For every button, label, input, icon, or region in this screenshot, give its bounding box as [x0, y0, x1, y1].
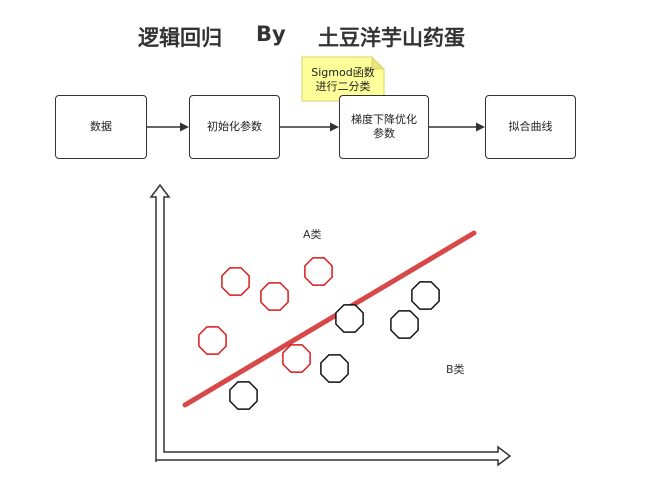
- point-b-1: [411, 281, 440, 310]
- flow-step-label: 数据: [90, 120, 112, 133]
- axes: [149, 183, 512, 467]
- title-by: By: [256, 22, 286, 46]
- note-fold: [371, 57, 384, 70]
- point-b-4: [320, 354, 349, 383]
- decision-boundary-line: [182, 230, 477, 408]
- flow-arrows: [146, 122, 485, 132]
- note-text: Sigmod函数 进行二分类: [311, 66, 375, 93]
- flow-step-fit-curve: 拟合曲线: [485, 95, 576, 159]
- note-sticky: [301, 56, 385, 102]
- class-a-label: A类: [303, 228, 322, 241]
- title-main: 逻辑回归: [138, 26, 222, 50]
- flow-step-gradient-descent: 梯度下降优化 参数: [339, 95, 429, 159]
- point-a-3: [304, 257, 333, 286]
- diagram-title: 逻辑回归 By 土豆洋芋山药蛋: [0, 22, 668, 50]
- point-b-3: [390, 310, 419, 339]
- point-b-5: [229, 381, 258, 410]
- point-a-4: [198, 326, 227, 355]
- point-b-2: [335, 304, 364, 333]
- flow-step-label: 梯度下降优化 参数: [351, 113, 417, 140]
- arrowhead-1: [180, 122, 189, 132]
- flow-step-init-params: 初始化参数: [189, 95, 280, 159]
- arrowhead-2: [330, 122, 339, 132]
- arrowhead-3: [476, 122, 485, 132]
- class-b-label: B类: [446, 363, 465, 376]
- flow-step-label: 初始化参数: [207, 120, 262, 133]
- point-a-5: [282, 344, 311, 373]
- title-author: 土豆洋芋山药蛋: [318, 26, 465, 50]
- flow-step-data: 数据: [55, 95, 147, 159]
- flow-step-label: 拟合曲线: [508, 120, 553, 133]
- axis-arrows: [149, 183, 512, 467]
- class-b-points: [229, 281, 440, 410]
- point-a-1: [221, 267, 250, 296]
- point-a-2: [260, 282, 289, 311]
- class-a-points: [198, 257, 333, 373]
- note-shape: [301, 56, 385, 102]
